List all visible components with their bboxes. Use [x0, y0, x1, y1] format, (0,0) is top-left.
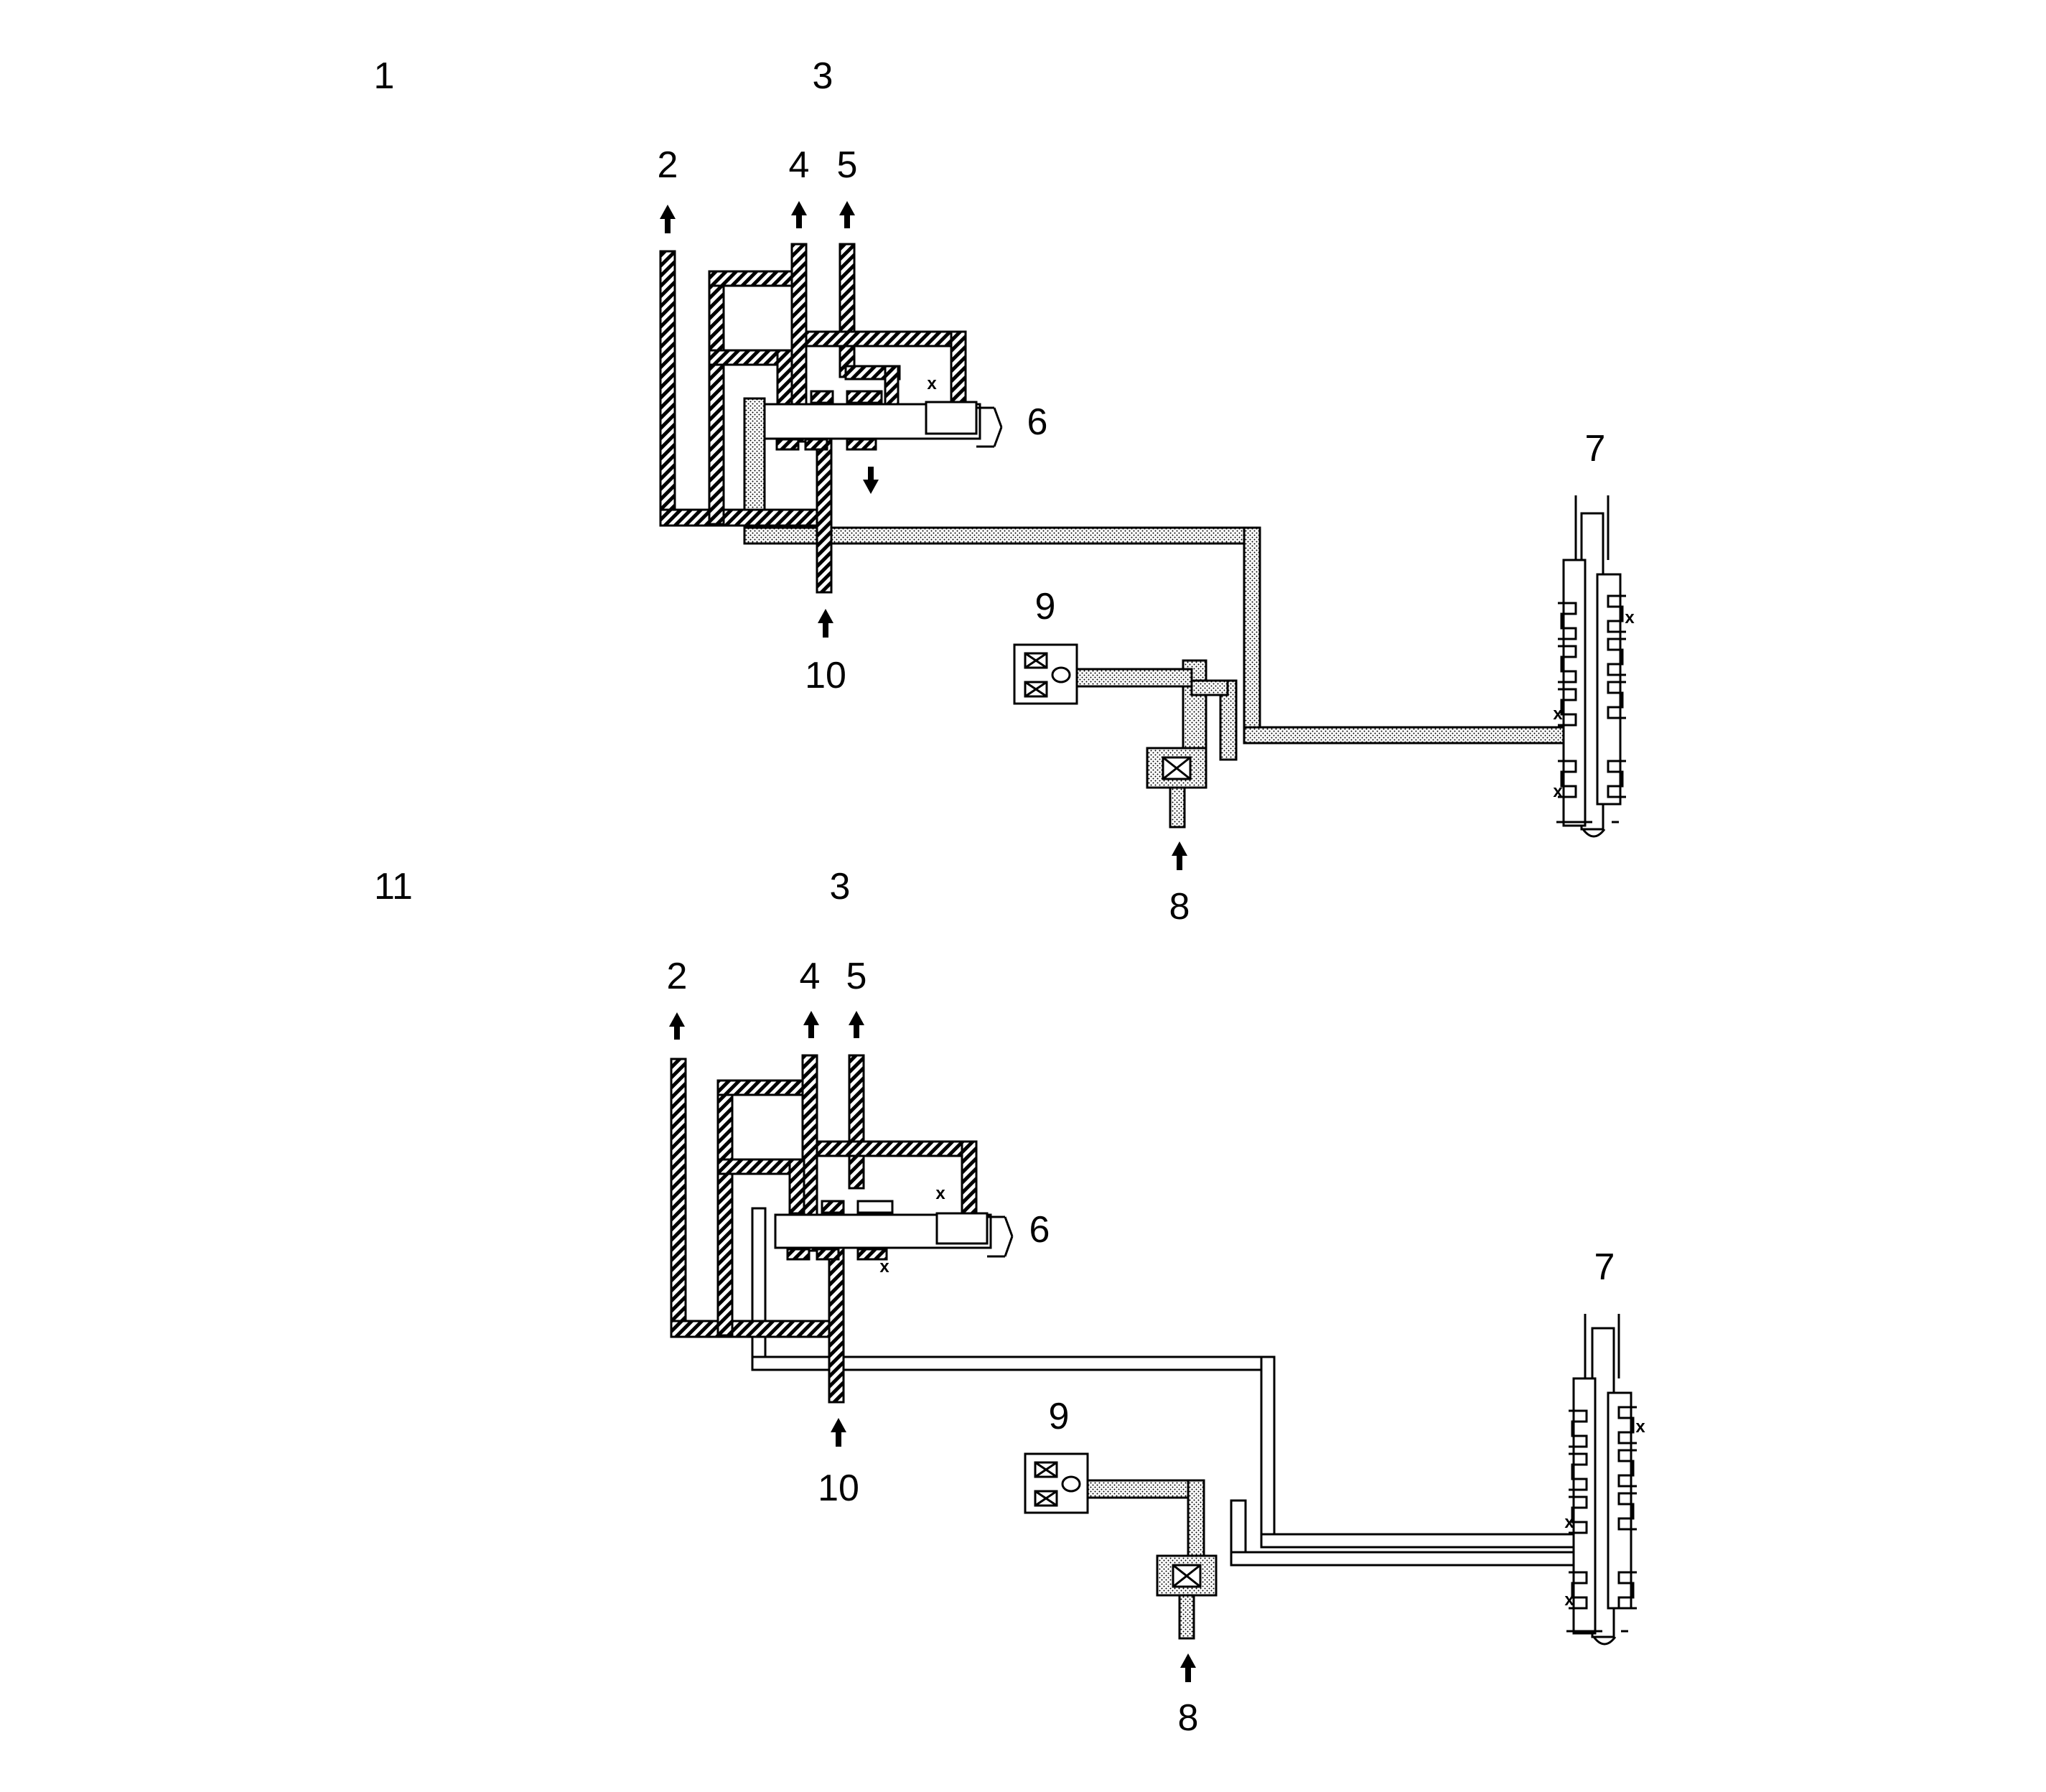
arrow-down-exhaust — [863, 467, 879, 494]
callout-8: 8 — [1169, 886, 1190, 928]
arrow-up-8 — [1172, 841, 1187, 870]
callout-9: 9 — [1035, 586, 1056, 627]
vent-mark: x — [1635, 1417, 1645, 1437]
exhausted-passages — [751, 1207, 1593, 1567]
stippled-passages — [743, 397, 1583, 761]
exhaust-mark: x — [879, 1257, 889, 1277]
callout-9: 9 — [1049, 1396, 1070, 1437]
view-title: 1 — [374, 55, 395, 97]
clutch-assembly-7: x x x — [1553, 495, 1635, 838]
callout-7: 7 — [1585, 428, 1606, 470]
arrow-up-10 — [831, 1418, 846, 1447]
callout-2: 2 — [658, 144, 678, 186]
stippled-passages — [1075, 1479, 1205, 1557]
vent-mark: x — [1564, 1513, 1574, 1532]
flow-arrows — [660, 201, 1187, 870]
arrow-up-10 — [818, 609, 833, 638]
hatched-passages — [659, 243, 967, 594]
vent-mark: x — [1564, 1590, 1574, 1610]
vent-mark: x — [1553, 704, 1563, 724]
callout-3: 3 — [813, 55, 833, 97]
callout-5: 5 — [837, 144, 858, 186]
vent-mark: x — [1625, 608, 1635, 627]
arrow-up-2 — [669, 1012, 685, 1040]
callout-5: 5 — [846, 956, 867, 997]
solenoid-9 — [1013, 643, 1078, 705]
callout-7: 7 — [1594, 1246, 1615, 1288]
flow-arrows — [669, 1011, 1196, 1682]
exhaust-mark: x — [935, 1184, 945, 1203]
callout-4: 4 — [789, 144, 810, 186]
callout-6: 6 — [1029, 1209, 1050, 1251]
vent-mark: x — [1553, 782, 1563, 801]
callout-10: 10 — [805, 655, 846, 696]
bottom-view: 11 3 2 4 5 6 7 9 10 8 — [374, 866, 1645, 1739]
hatched-passages — [670, 1054, 978, 1404]
top-view: 1 3 2 4 5 6 7 9 10 8 — [374, 55, 1635, 928]
arrow-up-4 — [791, 201, 807, 228]
control-valve: x x — [774, 1184, 1014, 1277]
regulator-valve — [1156, 1554, 1218, 1640]
arrow-up-8 — [1180, 1653, 1196, 1682]
view-title: 11 — [374, 866, 413, 907]
exhaust-mark: x — [927, 374, 937, 393]
arrow-up-2 — [660, 205, 676, 233]
arrow-up-4 — [803, 1011, 819, 1038]
regulator-valve — [1146, 747, 1207, 829]
callout-4: 4 — [800, 956, 821, 997]
control-valve: x — [763, 374, 1003, 451]
arrow-up-5 — [849, 1011, 864, 1038]
clutch-assembly-7: x x x — [1564, 1314, 1645, 1646]
callout-6: 6 — [1027, 401, 1048, 443]
callout-8: 8 — [1178, 1697, 1199, 1739]
callout-10: 10 — [818, 1467, 859, 1509]
callout-3: 3 — [830, 866, 851, 907]
callout-2: 2 — [667, 956, 688, 997]
arrow-up-5 — [839, 201, 855, 228]
solenoid-9 — [1024, 1452, 1089, 1514]
